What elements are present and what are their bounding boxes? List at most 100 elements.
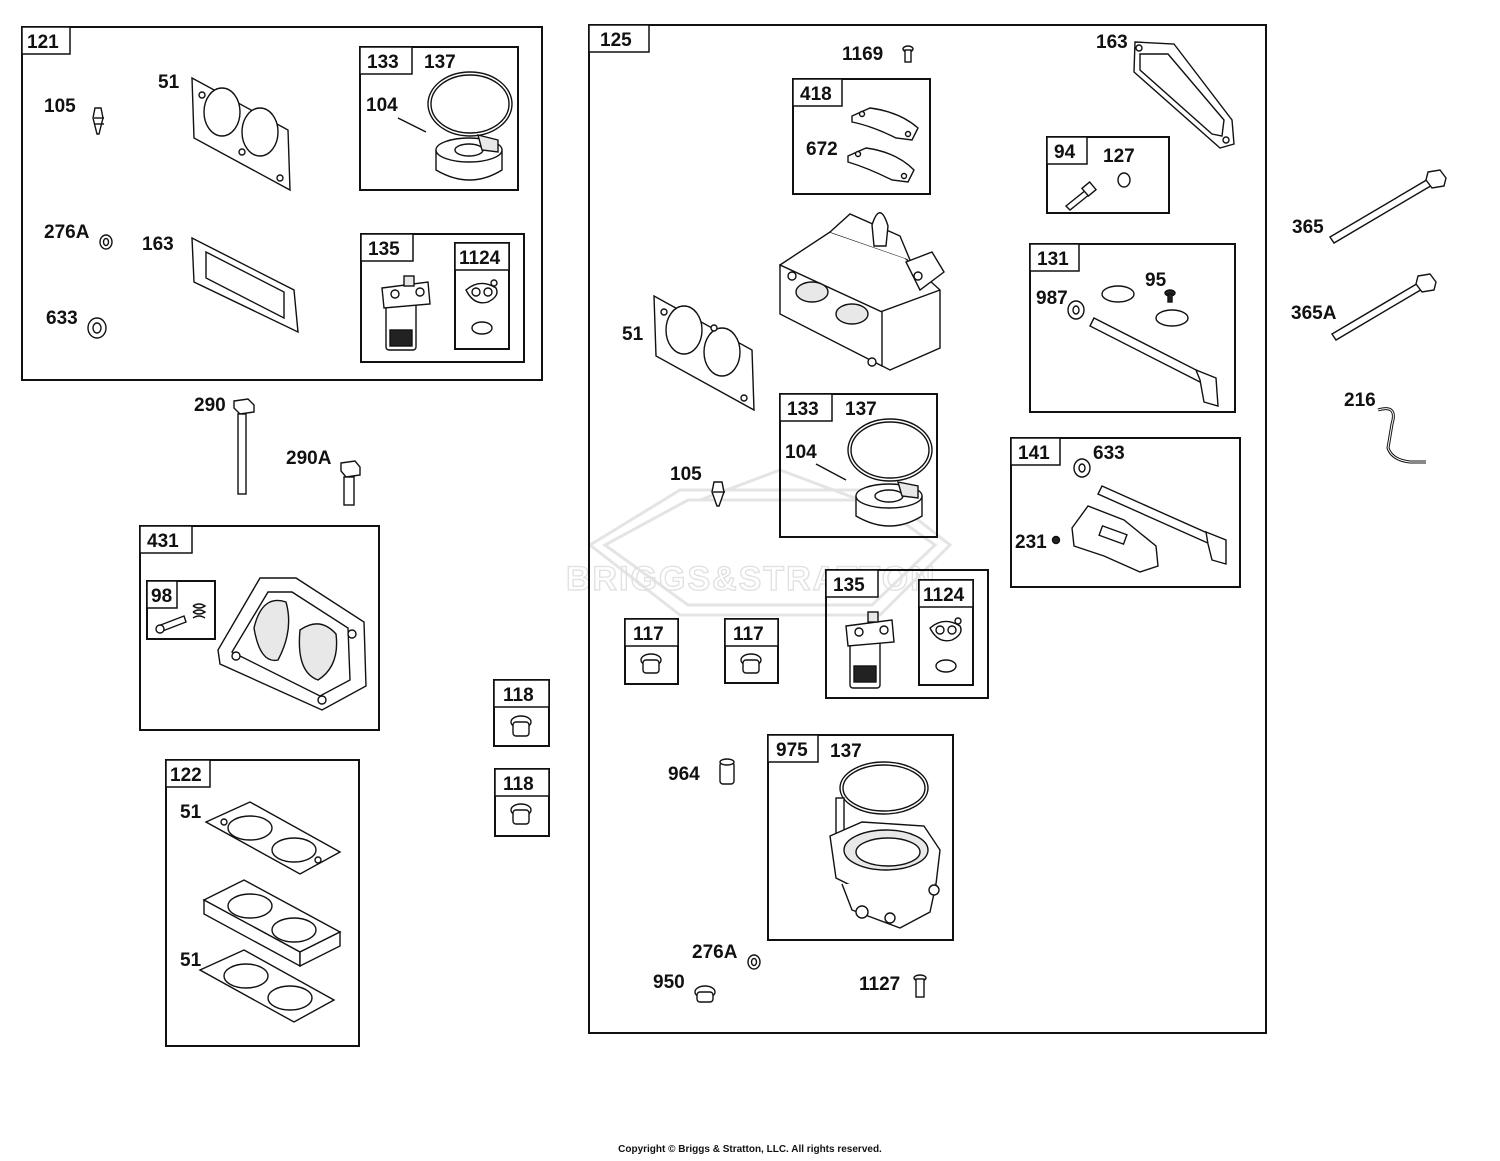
part-label[interactable]: 231 (1015, 532, 1047, 553)
part-365A-stud[interactable] (1331, 273, 1437, 341)
part-633-seal[interactable] (1073, 458, 1091, 478)
kit-118[interactable]: 118 (494, 768, 550, 837)
part-plug[interactable] (510, 803, 532, 825)
part-105-needle-valve[interactable] (711, 481, 725, 507)
kit-135[interactable]: 135 (360, 233, 525, 363)
part-label[interactable]: 365 (1292, 217, 1324, 238)
part-label[interactable]: 276A (44, 222, 90, 243)
part-throttle-plates[interactable] (1101, 285, 1189, 327)
kit-1124[interactable]: 1124 (918, 579, 974, 686)
part-51-gasket[interactable] (198, 949, 336, 1023)
part-label[interactable]: 105 (44, 96, 76, 117)
part-1169-screw[interactable] (902, 45, 914, 63)
part-label[interactable]: 290 (194, 395, 226, 416)
part-label[interactable]: 987 (1036, 288, 1068, 309)
part-137-o-ring[interactable] (427, 71, 513, 137)
part-plug[interactable] (740, 653, 762, 674)
part-label[interactable]: 104 (366, 95, 398, 116)
part-throttle-shaft[interactable] (1089, 317, 1219, 407)
kit-141[interactable]: 141 (1010, 437, 1241, 588)
part-gasket-set[interactable] (929, 617, 962, 673)
kit-117[interactable]: 117 (724, 618, 779, 684)
part-air-cleaner-base[interactable] (217, 577, 367, 711)
part-94-jet[interactable] (1064, 172, 1131, 211)
part-label[interactable]: 964 (668, 764, 700, 785)
part-label[interactable]: 104 (785, 442, 817, 463)
part-365-stud[interactable] (1329, 169, 1447, 244)
part-spacer[interactable] (202, 879, 342, 968)
part-51-gasket[interactable] (204, 801, 342, 875)
part-label[interactable]: 105 (670, 464, 702, 485)
part-276A-o-ring[interactable] (747, 954, 761, 970)
part-label[interactable]: 137 (830, 741, 862, 762)
part-216-link[interactable] (1377, 407, 1426, 464)
kit-975[interactable]: 975 (767, 734, 954, 941)
part-fuel-solenoid[interactable] (845, 611, 895, 689)
kit-133[interactable]: 133 (779, 393, 938, 538)
part-51-gasket[interactable] (191, 76, 291, 192)
part-276A-o-ring[interactable] (99, 234, 113, 250)
part-163-gasket[interactable] (191, 236, 299, 334)
part-float[interactable] (855, 481, 923, 527)
part-choke-plate[interactable] (1071, 505, 1159, 573)
kit-131[interactable]: 131 (1029, 243, 1236, 413)
kit-122[interactable]: 122 (165, 759, 360, 1047)
part-label[interactable]: 95 (1145, 270, 1167, 291)
part-633-seal[interactable] (87, 317, 107, 339)
part-label[interactable]: 137 (424, 52, 456, 73)
part-float-bowl[interactable] (829, 797, 941, 929)
kit-418[interactable]: 418 (792, 78, 931, 195)
kit-125[interactable]: 125 (588, 24, 1267, 1034)
part-label[interactable]: 633 (1093, 443, 1125, 464)
kit-94[interactable]: 94 (1046, 136, 1170, 214)
part-104-pin[interactable] (397, 117, 427, 133)
kit-117[interactable]: 117 (624, 618, 679, 685)
part-label[interactable]: 163 (1096, 32, 1128, 53)
part-label[interactable]: 163 (142, 234, 174, 255)
kit-98[interactable]: 98 (146, 580, 216, 640)
part-label[interactable]: 672 (806, 139, 838, 160)
part-104-pin[interactable] (815, 463, 847, 481)
part-label[interactable]: 137 (845, 399, 877, 420)
part-label[interactable]: 1169 (842, 44, 883, 65)
part-label[interactable]: 51 (622, 324, 644, 345)
part-label[interactable]: 276A (692, 942, 738, 963)
kit-118[interactable]: 118 (493, 679, 550, 747)
part-shutter-plate[interactable] (851, 107, 919, 141)
part-95-screw[interactable] (1164, 289, 1176, 303)
part-plug[interactable] (510, 715, 532, 737)
part-290A-bolt[interactable] (340, 460, 361, 506)
part-672-shutter[interactable] (847, 147, 915, 183)
part-label[interactable]: 290A (286, 448, 332, 469)
part-label[interactable]: 127 (1103, 146, 1135, 167)
part-label[interactable]: 1127 (859, 974, 900, 995)
part-label[interactable]: 633 (46, 308, 78, 329)
kit-1124[interactable]: 1124 (454, 242, 510, 350)
part-label[interactable]: 950 (653, 972, 685, 993)
part-plug[interactable] (640, 653, 662, 674)
part-label[interactable]: 51 (180, 802, 202, 823)
kit-133[interactable]: 133 (359, 46, 519, 191)
part-fuel-solenoid[interactable] (381, 275, 431, 351)
part-163-gasket[interactable] (1133, 41, 1235, 149)
part-987-bushing[interactable] (1067, 300, 1085, 320)
part-label[interactable]: 51 (158, 72, 180, 93)
part-label[interactable]: 216 (1344, 390, 1376, 411)
part-label[interactable]: 51 (180, 950, 202, 971)
part-964-tube[interactable] (719, 758, 735, 785)
part-51-gasket[interactable] (653, 294, 755, 412)
part-choke-shaft[interactable] (1097, 485, 1227, 565)
part-1127-screw[interactable] (913, 974, 927, 998)
part-gasket-set[interactable] (465, 279, 498, 335)
part-105-needle-valve[interactable] (92, 107, 104, 135)
kit-135[interactable]: 135 (825, 569, 989, 699)
part-950-plug[interactable] (694, 985, 716, 1003)
part-carburetor-body[interactable] (779, 212, 945, 371)
part-137-o-ring[interactable] (847, 418, 933, 482)
part-231-screw[interactable] (1051, 535, 1061, 545)
part-290-bolt[interactable] (233, 398, 255, 495)
part-98-screw-spring[interactable] (155, 603, 207, 634)
part-float[interactable] (435, 134, 503, 181)
kit-121[interactable]: 121 (21, 26, 543, 381)
kit-431[interactable]: 431 (139, 525, 380, 731)
